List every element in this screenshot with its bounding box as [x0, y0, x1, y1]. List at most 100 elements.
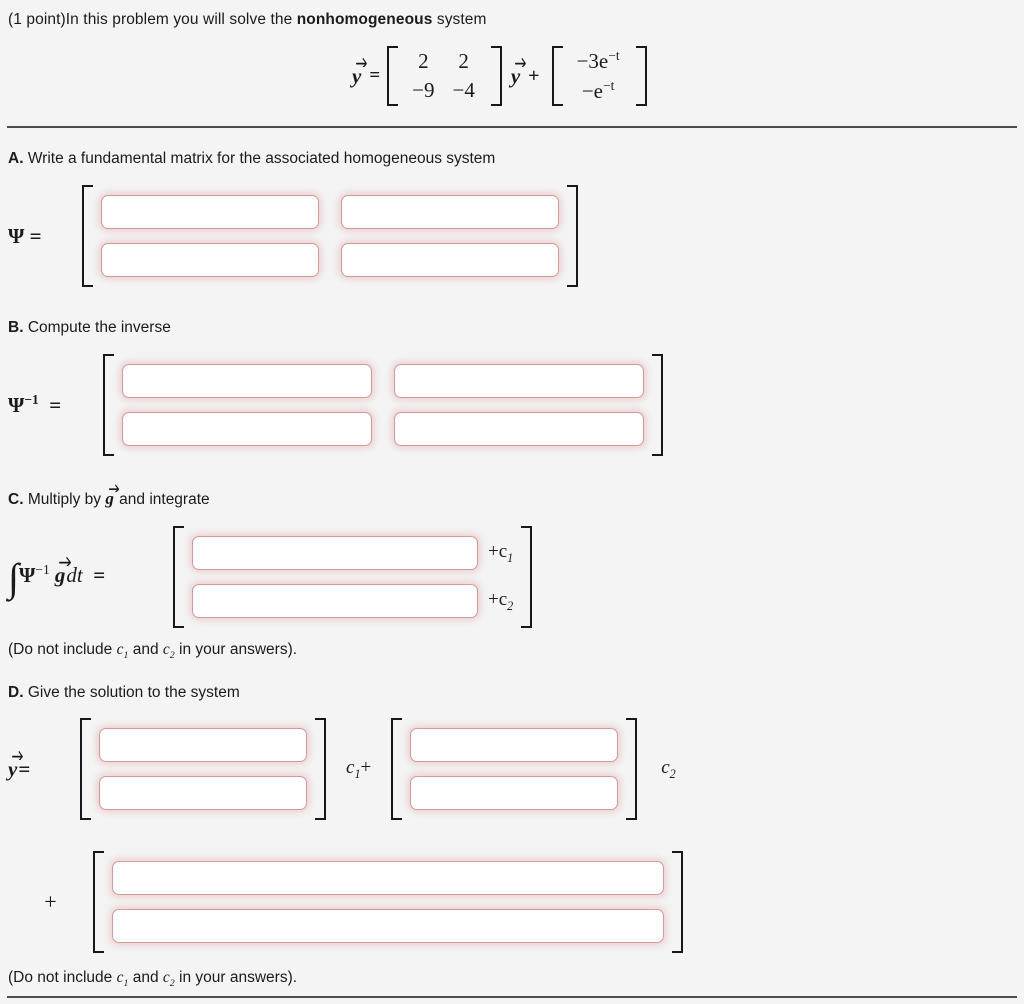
section-c-title-after: and integrate [114, 491, 210, 508]
section-d-note: (Do not include c1 and c2 in your answer… [8, 969, 298, 990]
g-vector-symbol: g [105, 484, 120, 509]
integral-sign: ∫ [8, 554, 19, 600]
solution-m1-field-row2[interactable] [99, 776, 307, 810]
section-d-title: Give the solution to the system [27, 684, 240, 701]
intro-text-after: system [432, 11, 487, 28]
forcing-cell-r1: −3e−t [576, 48, 620, 73]
integral-fields: +c1 +c2 [184, 526, 521, 628]
matrix-bracket-left [387, 46, 399, 106]
equation-relation: = [369, 65, 381, 86]
integral-field-row1[interactable] [192, 536, 478, 570]
note-c2: c2 [162, 641, 175, 662]
psi-inverse-bracket-left [103, 354, 114, 456]
psi-matrix-row [101, 243, 559, 277]
integral-field-row: +c2 [192, 584, 513, 618]
integral-field-row: +c1 [192, 536, 513, 570]
psi-matrix-fields [93, 185, 567, 287]
section-d-particular-block: + [8, 851, 683, 953]
coefficient-matrix: 2 2 −9 −4 [403, 47, 484, 105]
psi-inverse-label: Ψ−1 = [8, 392, 62, 417]
solution-m2-field-row1[interactable] [410, 728, 619, 762]
equation-lhs-vector: y [352, 58, 367, 89]
note-c1: c1 [116, 969, 129, 990]
section-b-title: Compute the inverse [27, 319, 171, 336]
psi-inverse-field-r2c2[interactable] [394, 412, 644, 446]
solution-m3-bracket-left [93, 851, 104, 953]
solution-m2-field-row2[interactable] [410, 776, 619, 810]
integral-bracket-left [173, 526, 184, 628]
divider-bottom [7, 996, 1017, 998]
section-d-letter: D. [8, 684, 24, 701]
solution-m1-bracket-right [315, 718, 326, 820]
solution-m1-bracket-left [80, 718, 91, 820]
matrix-bracket-right [490, 46, 502, 106]
system-equation: y = 2 2 −9 −4 y + −3e−t −e−t [352, 46, 647, 106]
y-vector-symbol: y [8, 751, 23, 782]
section-d-heading: D. Give the solution to the system [8, 683, 240, 703]
section-b-answer-block: Ψ−1 = [8, 354, 663, 456]
solution-m3-field-row1[interactable] [112, 861, 664, 895]
section-c-letter: C. [8, 491, 24, 508]
section-c-note: (Do not include c1 and c2 in your answer… [8, 641, 298, 662]
psi-inverse-matrix-row [122, 364, 644, 398]
section-a-answer-block: Ψ = [8, 185, 578, 287]
solution-m2-bracket-left [391, 718, 403, 820]
matrix-cell-r1c1: 2 [418, 49, 429, 73]
psi-inverse-bracket-right [652, 354, 663, 456]
solution-matrix-1-fields [91, 718, 315, 820]
section-a-heading: A. Write a fundamental matrix for the as… [8, 149, 495, 169]
problem-statement: (1 point)In this problem you will solve … [8, 10, 487, 30]
section-d-answer-block: y= c1+ c2 [8, 718, 676, 820]
solution-m3-bracket-right [672, 851, 683, 953]
psi-inverse-field-r1c2[interactable] [394, 364, 644, 398]
psi-inverse-field-r1c1[interactable] [122, 364, 372, 398]
integral-field-row2[interactable] [192, 584, 478, 618]
section-c-title-before: Multiply by [27, 491, 106, 508]
divider-top [7, 126, 1017, 128]
psi-inverse-field-r2c1[interactable] [122, 412, 372, 446]
psi-bracket-left [82, 185, 93, 287]
points-label: (1 point) [8, 11, 66, 28]
matrix-cell-r1c2: 2 [458, 49, 469, 73]
psi-inverse-matrix-row [122, 412, 644, 446]
solution-m1-field-row1[interactable] [99, 728, 307, 762]
forcing-vector: −3e−t −e−t [568, 46, 629, 106]
integral-bracket-right [521, 526, 533, 628]
psi-inverse-matrix-fields [114, 354, 652, 456]
section-b-heading: B. Compute the inverse [8, 318, 171, 338]
integral-row1-constant: +c1 [488, 540, 514, 565]
psi-label: Ψ = [8, 223, 42, 248]
section-c-answer-block: ∫Ψ−1 gdt = +c1 +c2 [8, 526, 533, 628]
forcing-bracket-right [635, 46, 647, 106]
solution-matrix-2-fields [402, 718, 626, 820]
solution-plus-sign: + [44, 889, 57, 914]
psi-field-r1c2[interactable] [341, 195, 559, 229]
equation-plus: + [528, 64, 540, 87]
matrix-cell-r2c1: −9 [412, 78, 435, 102]
integral-expression-label: ∫Ψ−1 gdt = [8, 554, 106, 600]
intro-emphasis: nonhomogeneous [296, 11, 433, 28]
forcing-bracket-left [551, 46, 563, 106]
solution-m2-bracket-right [626, 718, 638, 820]
solution-label: y= [8, 751, 80, 782]
psi-bracket-right [567, 185, 578, 287]
section-a-letter: A. [8, 150, 24, 167]
solution-constant-c1: c1+ [346, 756, 372, 781]
equation-rhs-vector: y [511, 58, 526, 89]
psi-field-r2c1[interactable] [101, 243, 319, 277]
matrix-cell-r2c2: −4 [452, 78, 475, 102]
section-a-title: Write a fundamental matrix for the assoc… [27, 150, 496, 167]
integral-row2-constant: +c2 [488, 588, 514, 613]
solution-m3-field-row2[interactable] [112, 909, 664, 943]
intro-text-before: In this problem you will solve the [65, 11, 297, 28]
note-c2: c2 [162, 969, 175, 990]
solution-matrix-3-fields [104, 851, 672, 953]
g-vector-symbol: g [55, 557, 71, 588]
psi-field-r2c2[interactable] [341, 243, 559, 277]
psi-matrix-row [101, 195, 559, 229]
solution-constant-c2: c2 [661, 756, 676, 781]
psi-field-r1c1[interactable] [101, 195, 319, 229]
section-b-letter: B. [8, 319, 24, 336]
note-c1: c1 [116, 641, 129, 662]
